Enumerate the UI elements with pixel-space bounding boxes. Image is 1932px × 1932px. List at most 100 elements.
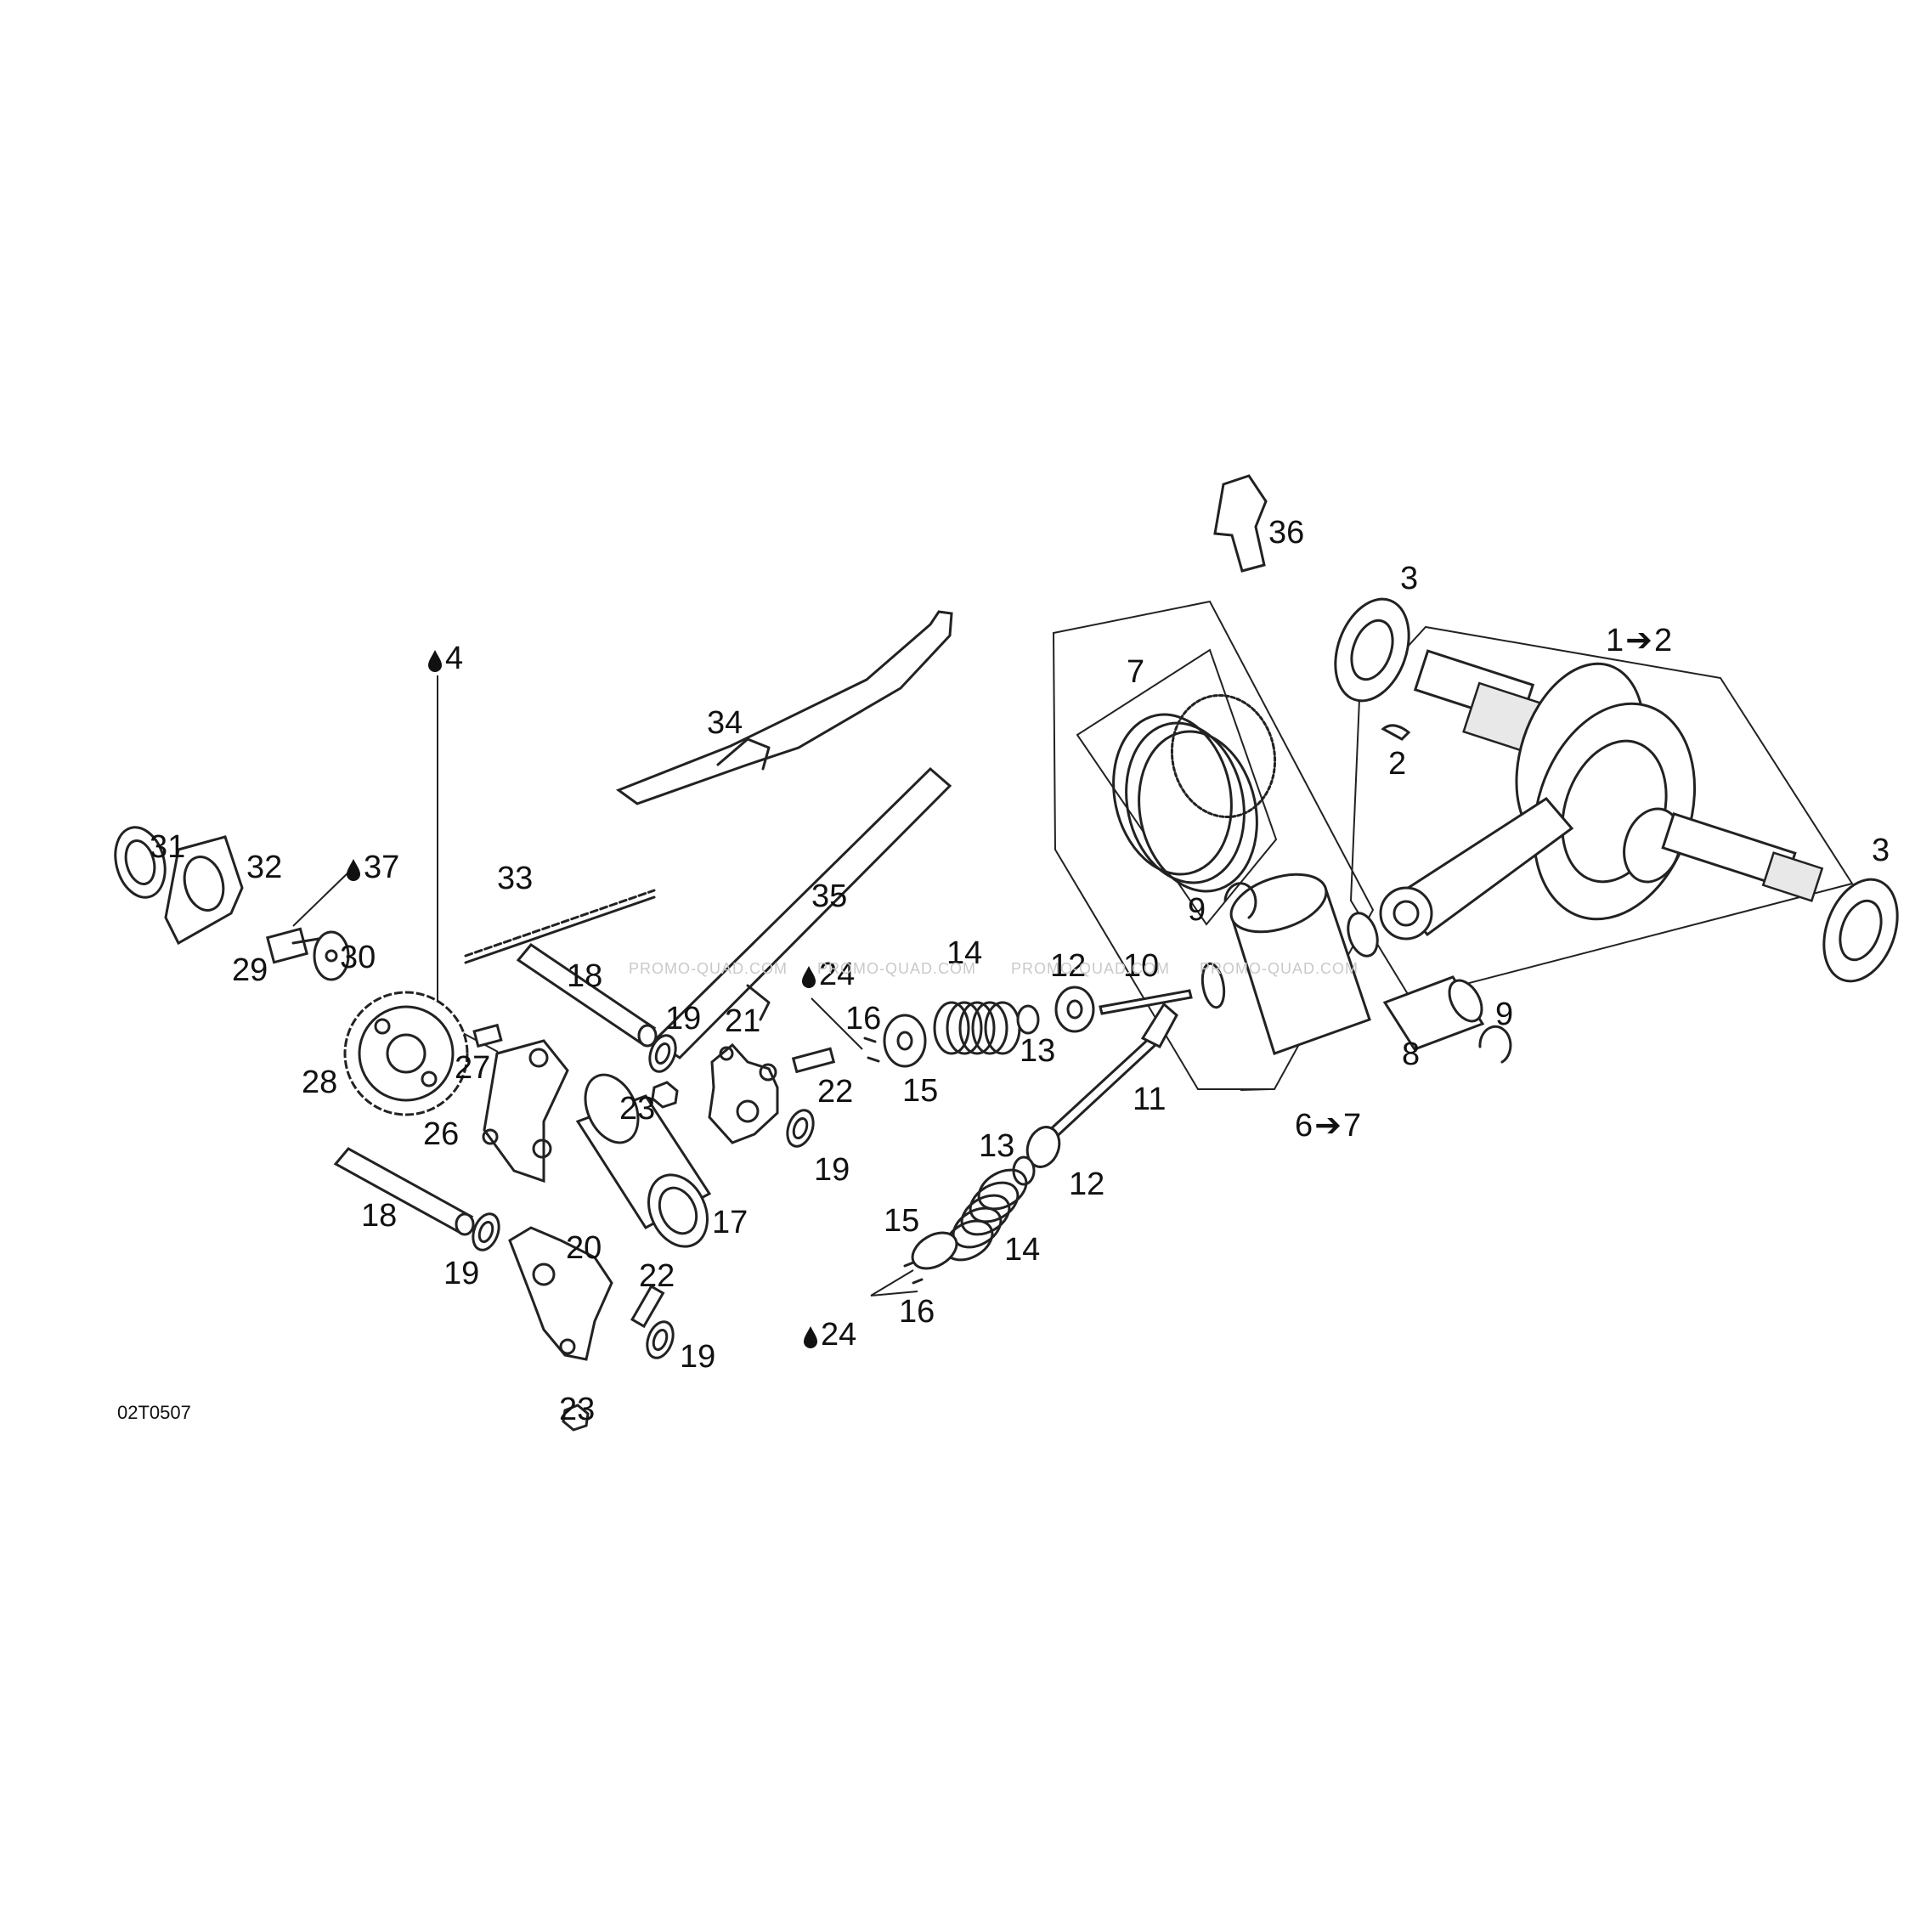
exhaust-valve — [1099, 989, 1193, 1015]
chain-guide — [615, 610, 953, 805]
callout-9-upper: 9 — [1188, 892, 1206, 928]
callout-29: 29 — [232, 952, 268, 988]
spring-retainer-15-a — [883, 1014, 927, 1068]
rocker-arm-intake — [708, 1042, 779, 1144]
locknut-23-b — [562, 1404, 590, 1432]
piston-group-outline — [1052, 600, 1375, 1090]
callout-16-upper: 16 — [845, 1001, 882, 1037]
piston-pin — [1382, 975, 1485, 1051]
washer-19-b — [786, 1109, 815, 1148]
thrust-washer-upper — [1334, 597, 1410, 703]
callout-30: 30 — [340, 940, 376, 975]
callout-7: 7 — [1127, 654, 1145, 690]
sprocket-washer — [313, 930, 350, 981]
callout-18-upper: 18 — [567, 958, 603, 994]
callout-3-upper: 3 — [1400, 561, 1419, 596]
camshaft-part — [575, 1073, 712, 1248]
callout-19-b: 19 — [814, 1152, 850, 1188]
callout-16-lower: 16 — [899, 1294, 935, 1330]
washer-19-d — [646, 1320, 675, 1359]
callout-31: 31 — [150, 829, 186, 865]
sprocket-bolt — [265, 927, 309, 964]
rocker-arm-exhaust — [508, 1226, 613, 1361]
circlip-lower — [1478, 1025, 1512, 1064]
callout-23-lower: 23 — [559, 1392, 596, 1427]
adjusting-screw-22-b — [630, 1285, 665, 1329]
crankshaft-group-outline — [1349, 625, 1854, 1000]
callout-28: 28 — [302, 1065, 338, 1100]
watermark-3: PROMO-QUAD.COM — [1011, 960, 1170, 977]
woodruff-key — [1381, 724, 1411, 741]
callout-22-lower: 22 — [639, 1258, 675, 1294]
watermark-4: PROMO-QUAD.COM — [1200, 960, 1359, 977]
callout-17: 17 — [712, 1205, 749, 1240]
callout-20: 20 — [566, 1230, 602, 1266]
rocker-shaft-upper — [516, 942, 658, 1048]
valve-seal-13-a — [1016, 1004, 1040, 1035]
oil-drop-icon — [804, 1326, 817, 1348]
callout-23-upper: 23 — [619, 1091, 656, 1127]
valve-keepers-16-b — [903, 1261, 924, 1285]
callout-2: 2 — [1388, 746, 1407, 782]
oil-drop-icon — [347, 859, 360, 881]
screw-27 — [472, 1023, 503, 1048]
watermark-1: PROMO-QUAD.COM — [629, 960, 788, 977]
callout-3-lower: 3 — [1872, 833, 1890, 868]
callout-26: 26 — [423, 1116, 460, 1152]
valve-washer-12-b — [1025, 1126, 1061, 1168]
cam-sprocket — [343, 991, 469, 1116]
callout-12-upper: 12 — [1050, 948, 1087, 984]
valve-washer-12-a — [1054, 986, 1095, 1033]
callout-10: 10 — [1123, 948, 1160, 984]
callout-32: 32 — [246, 850, 283, 885]
callout-27: 27 — [455, 1050, 491, 1086]
callout-24-upper: 24 — [800, 958, 855, 991]
callout-37: 37 — [345, 851, 399, 884]
callout-12-lower: 12 — [1069, 1167, 1105, 1202]
callout-33: 33 — [497, 861, 534, 896]
callout-19-d: 19 — [680, 1339, 716, 1375]
watermark-2: PROMO-QUAD.COM — [817, 960, 976, 977]
thrust-washer-lower — [1822, 878, 1899, 983]
adjusting-screw-22-a — [791, 1047, 836, 1074]
callout-35: 35 — [811, 878, 848, 914]
oil-drop-icon — [428, 650, 442, 672]
callout-8: 8 — [1402, 1037, 1421, 1072]
callout-15-upper: 15 — [902, 1073, 939, 1109]
piston-rings-part — [1112, 693, 1277, 893]
camshaft-cap — [164, 835, 244, 946]
piston-part — [1229, 873, 1379, 1055]
circlip-upper — [1223, 882, 1257, 919]
callout-21: 21 — [725, 1003, 761, 1039]
valve-spring-14-b — [943, 1168, 1028, 1262]
callout-36: 36 — [1268, 515, 1305, 551]
figure-code: 02T0507 — [117, 1402, 191, 1423]
callout-4: 4 — [427, 642, 463, 675]
callout-13-lower: 13 — [979, 1128, 1015, 1164]
callout-13-upper: 13 — [1020, 1033, 1056, 1069]
callout-1-to-2: 1➔2 — [1606, 623, 1673, 658]
callout-14-lower: 14 — [1004, 1232, 1041, 1268]
locknut-23-a — [651, 1081, 679, 1109]
valve-keepers-16-a — [863, 1037, 880, 1063]
callout-11: 11 — [1133, 1082, 1167, 1117]
callout-19-a: 19 — [665, 1001, 702, 1037]
rocker-shaft-lower — [333, 1147, 475, 1236]
callout-22-upper: 22 — [817, 1074, 854, 1110]
callout-6-to-7: 6➔7 — [1295, 1108, 1362, 1144]
callout-19-c: 19 — [443, 1256, 480, 1291]
callout-15-lower: 15 — [884, 1203, 920, 1239]
timing-chain — [464, 889, 656, 958]
decompressor-plate — [483, 1039, 569, 1183]
callout-9-lower: 9 — [1495, 997, 1514, 1032]
callout-24-lower: 24 — [802, 1319, 856, 1351]
washer-19-c — [472, 1212, 500, 1251]
callout-18-lower: 18 — [361, 1198, 398, 1234]
callout-14-upper: 14 — [946, 935, 983, 971]
washer-19-a — [648, 1034, 677, 1073]
valve-spring-14-a — [933, 1001, 1021, 1055]
oil-drop-icon — [802, 966, 816, 988]
callout-34: 34 — [707, 705, 743, 741]
